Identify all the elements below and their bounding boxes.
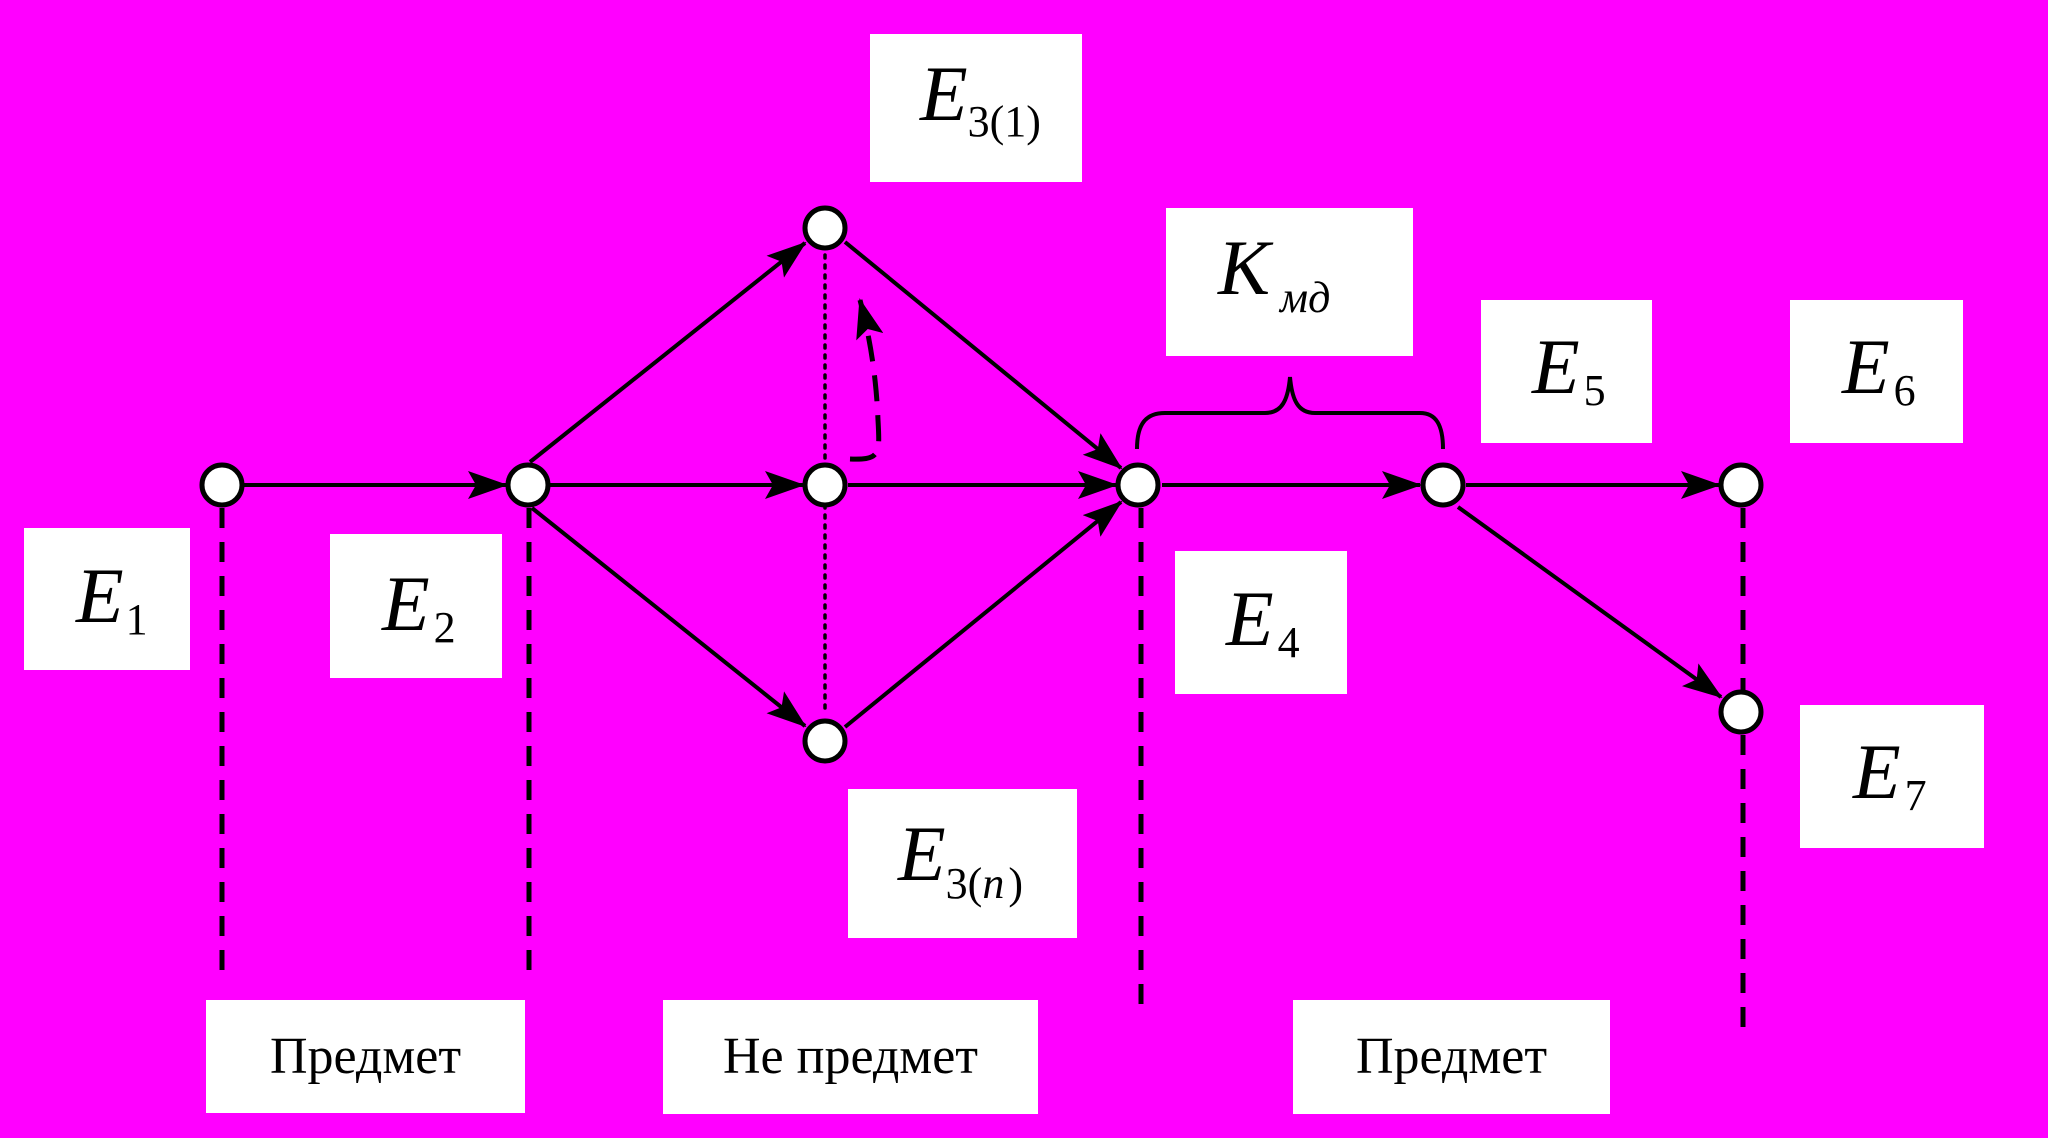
label-e2: E2 [330, 534, 502, 678]
svg-text:E3(1): E3(1) [919, 50, 1041, 146]
label-e6: E6 [1790, 300, 1963, 443]
node-3-mid [802, 462, 848, 508]
edge-2-top [528, 241, 807, 464]
svg-text:E7: E7 [1852, 728, 1927, 820]
svg-text:E6: E6 [1841, 323, 1916, 415]
svg-text:E2: E2 [381, 560, 456, 652]
segment-label-1: Предмет [206, 1000, 525, 1113]
node-2 [505, 462, 551, 508]
node-3-top [802, 205, 848, 251]
svg-text:E4: E4 [1225, 575, 1300, 667]
label-e3-n: E3(n) [848, 789, 1077, 938]
label-e1: E1 [24, 528, 190, 670]
segment-label-3: Предмет [1293, 1000, 1610, 1114]
label-e4: E4 [1175, 551, 1347, 694]
edge-5-7 [1456, 505, 1723, 699]
node-3-bot [802, 718, 848, 764]
label-e3-1: E3(1) [870, 34, 1082, 182]
svg-text:E5: E5 [1531, 323, 1606, 415]
segment-label-2: Не предмет [663, 1000, 1038, 1114]
node-6 [1718, 462, 1764, 508]
edge-2-bot [530, 506, 807, 728]
svg-text:Не предмет: Не предмет [723, 1028, 978, 1085]
label-e7: E7 [1800, 705, 1984, 848]
node-4 [1115, 462, 1161, 508]
label-e5: E5 [1481, 300, 1652, 443]
svg-text:Kмд: Kмд [1217, 224, 1330, 322]
svg-text:E3(n): E3(n) [897, 810, 1023, 908]
node-7 [1718, 689, 1764, 735]
transition-dashed-arrow [849, 298, 884, 462]
edge-top-4 [843, 240, 1123, 470]
k-md-brace [1135, 376, 1445, 450]
svg-text:Предмет: Предмет [1356, 1028, 1547, 1085]
node-5 [1420, 462, 1466, 508]
node-1 [199, 462, 245, 508]
svg-text:E1: E1 [75, 552, 148, 644]
edge-bot-4 [843, 500, 1123, 729]
svg-text:Предмет: Предмет [270, 1028, 461, 1085]
